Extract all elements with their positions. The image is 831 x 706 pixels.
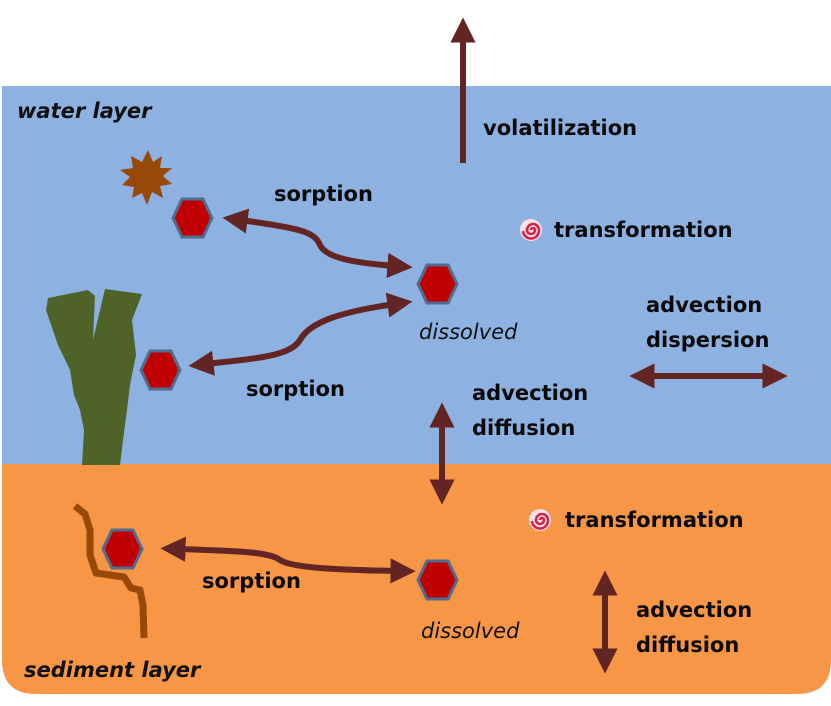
water-layer-label: water layer <box>17 99 152 123</box>
sorption-label: sorption <box>202 569 301 593</box>
advection-label: advection <box>636 598 753 622</box>
volatilization-label: volatilization <box>483 116 638 140</box>
molecule-hexagon-icon <box>101 528 144 570</box>
advection-label: advection <box>472 381 589 405</box>
sorption-arrow-water-top <box>222 208 413 278</box>
sorption-label: sorption <box>246 377 345 401</box>
molecule-hexagon-icon <box>139 349 182 391</box>
advection-label: advection <box>646 293 763 317</box>
plant-icon <box>46 289 142 465</box>
molecule-hexagon-icon <box>416 559 459 601</box>
molecule-hexagon-icon <box>171 197 214 239</box>
sediment-layer-label: sediment layer <box>24 658 201 682</box>
transformation-spiral-icon <box>529 509 551 531</box>
dissolved-label: dissolved <box>421 619 520 643</box>
root-icon <box>72 503 148 639</box>
diffusion-label: diffusion <box>636 633 740 657</box>
dispersion-label: dispersion <box>646 328 770 352</box>
sorption-arrow-sediment <box>160 536 416 584</box>
transformation-label: transformation <box>565 508 744 532</box>
sorption-arrow-water-bottom <box>188 292 413 376</box>
transformation-label: transformation <box>554 218 733 242</box>
molecule-hexagon-icon <box>416 263 459 305</box>
sorption-label: sorption <box>274 182 373 206</box>
sediment-layer-region <box>2 464 831 694</box>
transformation-spiral-icon <box>520 219 542 241</box>
particle-star-icon <box>120 150 172 205</box>
dissolved-label: dissolved <box>419 320 518 344</box>
diffusion-label: diffusion <box>472 416 576 440</box>
